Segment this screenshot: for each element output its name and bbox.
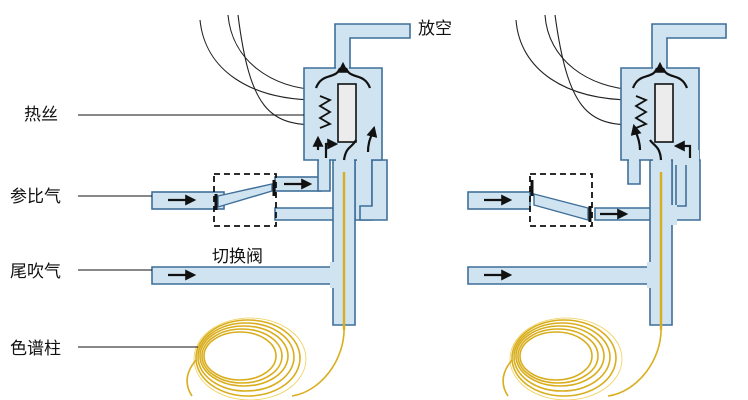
filament-coil-right (634, 95, 649, 129)
vent-label: 放空 (418, 19, 452, 39)
filament-wire-lower (237, 14, 319, 126)
vent-pipe (334, 23, 411, 69)
filament-wire-outer (199, 19, 319, 101)
column-coil-right (502, 317, 623, 400)
detector-right (467, 14, 727, 400)
reference-gas-label: 参比气 (10, 187, 61, 207)
switching-valve-box (213, 173, 277, 227)
vent-pipe-right (651, 23, 727, 69)
thermal-cell-right (654, 83, 674, 143)
valve-channel (217, 183, 273, 208)
column-coil (186, 317, 307, 400)
flow-arrow-col-a (342, 139, 357, 161)
reference-riser (317, 159, 331, 192)
filament-coil (318, 95, 333, 129)
makeup-gas-label: 尾吹气 (10, 262, 61, 282)
switching-valve-box-right (529, 173, 593, 227)
valve-channel-right (533, 193, 589, 221)
flow-arrow-col-b (366, 125, 378, 153)
flow-arrow-curve-right (344, 67, 372, 89)
column-label: 色谱柱 (10, 339, 61, 359)
filament-label: 热丝 (24, 105, 58, 125)
thermal-cell (337, 83, 357, 143)
switching-valve-label: 切换阀 (212, 247, 263, 267)
flow-arrow-curve-left (314, 67, 342, 89)
bypass-riser-outer (359, 159, 388, 221)
column-tail (291, 324, 345, 397)
flow-arrow-ref-turn (324, 138, 339, 158)
detector-left (151, 14, 411, 400)
